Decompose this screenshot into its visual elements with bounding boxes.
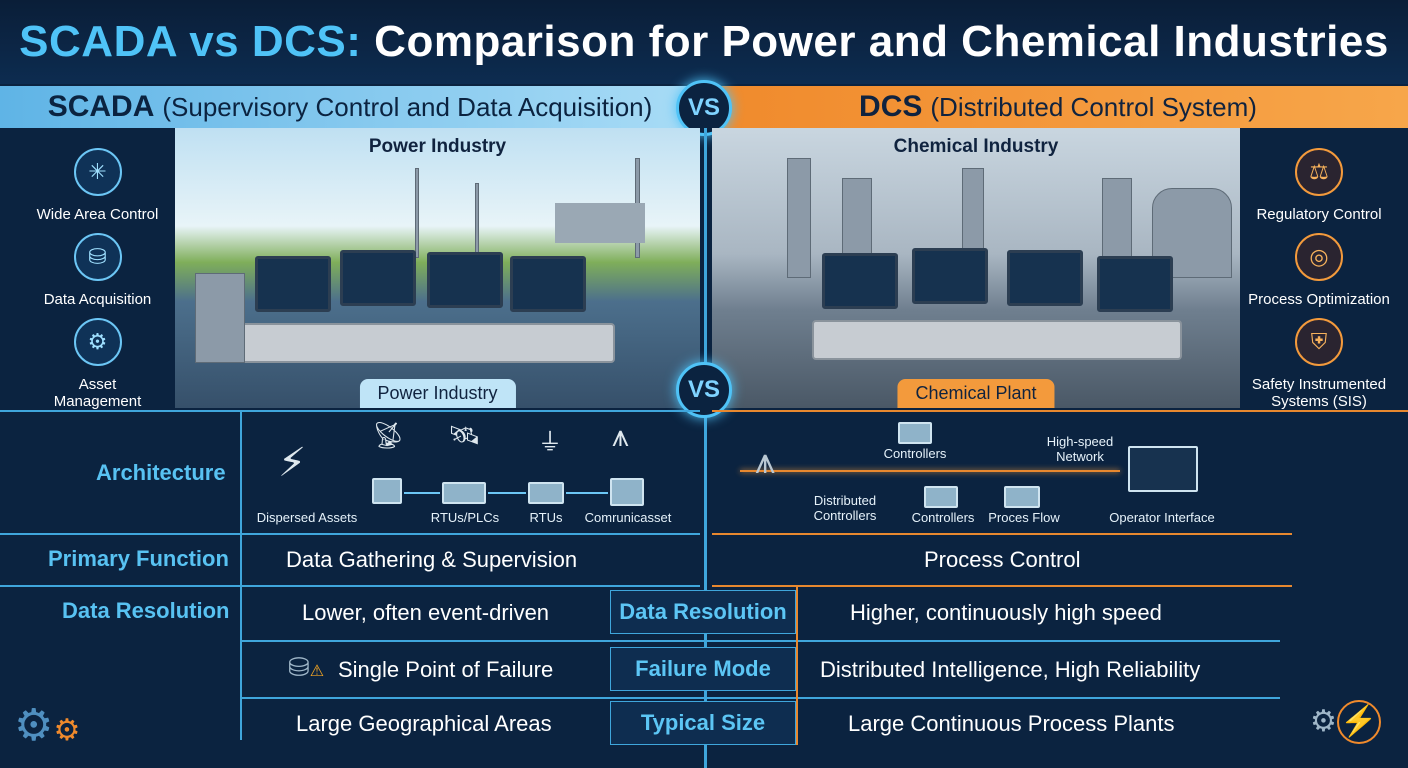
feature-label: Process Optimization [1248, 291, 1390, 308]
feature-label: Data Acquisition [43, 291, 152, 308]
row-label-architecture: Architecture [96, 460, 226, 485]
dcs-primary-function: Process Control [924, 547, 1081, 572]
scada-typical-size: Large Geographical Areas [296, 711, 552, 736]
divider [704, 128, 707, 768]
page-title: SCADA vs DCS: Comparison for Power and C… [0, 0, 1408, 84]
center-label-typical-size: Typical Size [610, 701, 796, 745]
power-industry-scene: Power Industry Power Industry [175, 128, 700, 408]
vs-badge-middle: VS [676, 362, 732, 418]
dcs-features: ⚖ Regulatory Control ◎ Process Optimizatio… [1230, 148, 1408, 410]
scada-features: ✳ Wide Area Control ⛁ Data Acquisition ⚙ As… [10, 148, 185, 410]
vs-badge-top: VS [676, 80, 732, 136]
radio-tower-icon: ⏚ [538, 429, 562, 456]
scales-icon: ⚖ [1295, 148, 1343, 196]
gears-icon: ⚙⚙ [14, 701, 81, 750]
scene-label: Power Industry [359, 379, 516, 408]
server-icon [372, 478, 402, 504]
row-label-primary-function: Primary Function [48, 546, 229, 571]
database-warning-icon: ⛁⚠ [288, 652, 325, 682]
scada-primary-function: Data Gathering & Supervision [286, 547, 578, 572]
chemical-plant-scene: Chemical Industry Chemical Plant [712, 128, 1240, 408]
operator-monitor-icon [1128, 446, 1198, 492]
row-label-data-resolution: Data Resolution [62, 598, 230, 623]
satellite-dish-icon: 📡︎ [372, 420, 406, 450]
center-label-data-resolution: Data Resolution [610, 590, 796, 634]
database-icon: ⛁ [73, 233, 122, 281]
satellite-icon: 🛰︎ [448, 420, 482, 450]
shield-icon: ⛨ [1295, 318, 1343, 366]
dcs-failure-mode: Distributed Intelligence, High Reliabili… [820, 657, 1201, 682]
wind-turbine-icon: ⚡︎ [278, 441, 307, 485]
rack-icon [610, 478, 644, 506]
scada-header: SCADA(Supervisory Control and Data Acqui… [0, 86, 700, 128]
dcs-header: DCS(Distributed Control System) [708, 86, 1408, 128]
gear-lightning-icon: ⚙⚡ [1310, 700, 1381, 744]
target-icon: ◎ [1295, 233, 1343, 281]
feature-label: Asset Management [53, 376, 142, 410]
process-flow-icon [1004, 486, 1040, 508]
feature-label: Regulatory Control [1256, 206, 1382, 223]
feature-label: Wide Area Control [36, 206, 159, 223]
center-label-failure-mode: Failure Mode [610, 647, 796, 691]
power-pylon-icon: ⩚ [612, 420, 629, 453]
dcs-data-resolution: Higher, continuously high speed [850, 600, 1162, 625]
distillation-tower-icon: ⩚ [755, 440, 776, 481]
plc-icon [442, 482, 486, 504]
scada-failure-mode: Single Point of Failure [338, 657, 554, 682]
controller-icon [898, 422, 932, 444]
network-icon: ✳ [73, 148, 122, 196]
scada-data-resolution: Lower, often event-driven [302, 600, 550, 625]
feature-label: Safety Instrumented Systems (SIS) [1251, 376, 1387, 410]
scene-label: Chemical Plant [897, 379, 1055, 408]
dcs-typical-size: Large Continuous Process Plants [848, 711, 1175, 736]
gear-hand-icon: ⚙ [73, 318, 122, 366]
rtu-icon [528, 482, 564, 504]
controller-icon [924, 486, 958, 508]
